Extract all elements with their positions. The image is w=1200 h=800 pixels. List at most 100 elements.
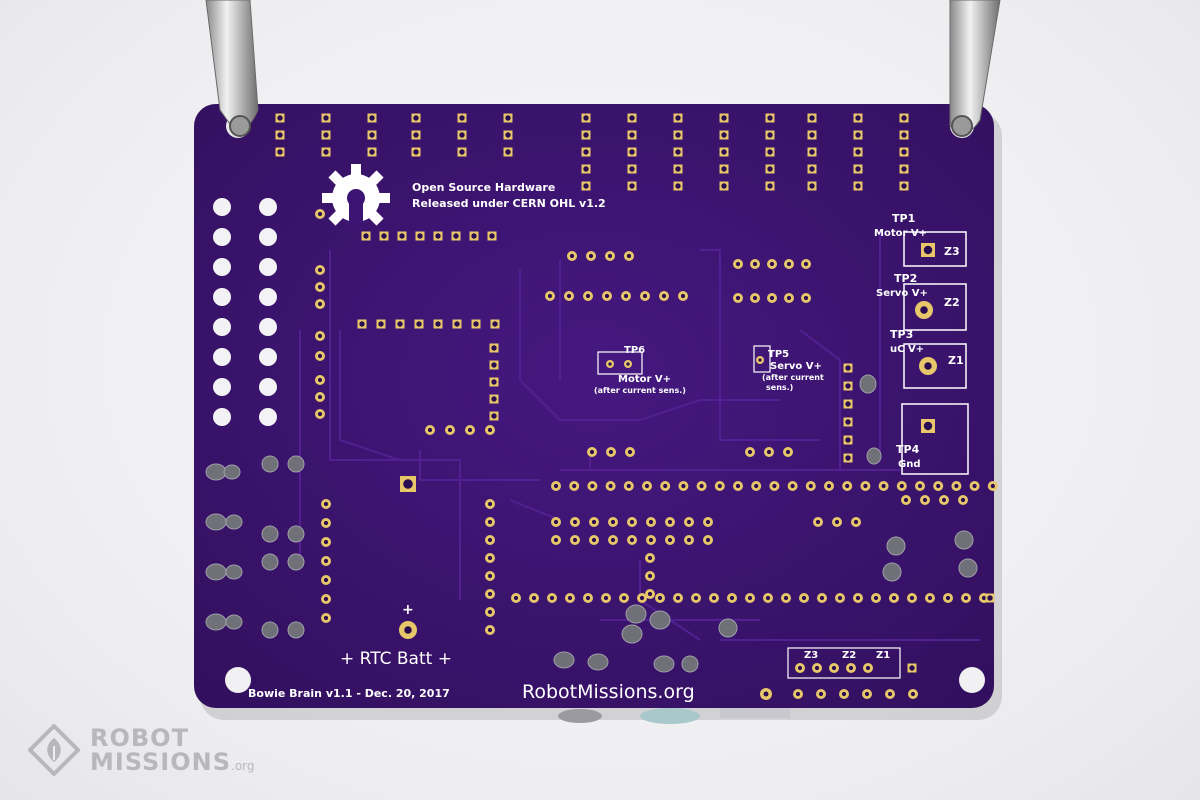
pad-hole <box>608 362 612 366</box>
pad-hole <box>323 501 329 507</box>
pad-hole <box>845 419 851 425</box>
tp4-sub-label: Gnd <box>898 459 921 470</box>
pad-hole <box>923 421 933 431</box>
pad-hole <box>922 497 928 503</box>
pad-hole <box>647 555 653 561</box>
pad-hole <box>675 166 681 172</box>
jumper-z2-label: Z2 <box>842 650 856 661</box>
pad-hole <box>797 665 803 671</box>
pad-hole <box>815 519 821 525</box>
pad-hole <box>717 483 722 489</box>
pad-hole <box>513 595 519 601</box>
watermark-line1: ROBOT <box>90 724 189 752</box>
pad-hole <box>721 183 727 189</box>
pad-hole <box>845 365 851 371</box>
pad-hole <box>735 261 741 267</box>
pad-hole <box>721 132 727 138</box>
pad-hole <box>767 115 773 121</box>
pad-hole <box>583 149 589 155</box>
pcb-board <box>194 104 994 708</box>
pad-hole <box>317 394 323 400</box>
watermark-line2: MISSIONS.org <box>90 748 255 776</box>
pad-hole <box>610 537 616 543</box>
pad-hole <box>680 293 686 299</box>
pad-hole <box>607 253 613 259</box>
pad-hole <box>945 595 951 601</box>
pad-hole <box>381 233 387 239</box>
pad-hole <box>826 483 832 489</box>
pad-hole <box>705 519 711 525</box>
pad-hole <box>767 166 773 172</box>
pad-hole <box>435 321 441 327</box>
pad-hole <box>855 149 861 155</box>
pad-hole <box>809 149 815 155</box>
pad-hole <box>323 520 329 526</box>
pad-hole <box>585 293 591 299</box>
pad-hole <box>317 377 323 383</box>
z2-label: Z2 <box>944 296 960 309</box>
oshw-label: Open Source Hardware <box>412 181 555 194</box>
pad-hole <box>735 483 741 489</box>
tp6-note: (after current sens.) <box>594 386 686 395</box>
pad-hole <box>924 362 932 370</box>
pad-hole <box>608 483 613 489</box>
pcb-traces <box>299 230 980 641</box>
pad-hole <box>585 595 591 601</box>
pad-hole <box>772 483 777 489</box>
pad-hole <box>629 166 635 172</box>
pad-hole <box>629 519 635 525</box>
pad-hole <box>639 595 645 601</box>
pad-hole <box>845 383 851 389</box>
tp3-outline <box>903 343 967 389</box>
pad-hole <box>397 321 403 327</box>
pad-hole <box>752 261 758 267</box>
pad-hole <box>855 166 861 172</box>
pad-hole <box>808 483 813 489</box>
tp2-label: TP2 <box>894 272 917 285</box>
pad-hole <box>758 358 762 362</box>
pad-hole <box>369 115 375 121</box>
pad-hole <box>487 537 493 543</box>
jumper-z3-label: Z3 <box>804 650 818 661</box>
pad-hole <box>865 665 871 671</box>
pad-hole <box>901 115 907 121</box>
pad-hole <box>887 691 893 697</box>
pad-hole <box>818 691 824 697</box>
pad-hole <box>323 577 329 583</box>
pad-hole <box>855 132 861 138</box>
pad-hole <box>767 183 773 189</box>
pad-hole <box>427 427 433 433</box>
tp5-note-line1: (after current <box>762 373 824 382</box>
pad-hole <box>459 149 465 155</box>
pad-hole <box>505 115 511 121</box>
pad-hole <box>589 449 595 455</box>
pad-hole <box>323 149 329 155</box>
pad-hole <box>711 595 717 601</box>
pad-hole <box>923 245 933 255</box>
pad-hole <box>901 149 907 155</box>
pad-hole <box>841 691 847 697</box>
pad-hole <box>848 665 854 671</box>
pad-hole <box>769 261 775 267</box>
left-large-holes <box>213 198 277 426</box>
pad-hole <box>459 132 465 138</box>
rtc-plus-mark: + <box>402 602 414 618</box>
pad-hole <box>981 595 987 601</box>
version-label: Bowie Brain v1.1 - Dec. 20, 2017 <box>248 687 450 700</box>
pad-hole <box>754 483 759 489</box>
pad-hole <box>359 321 365 327</box>
alligator-clip-right <box>949 0 1001 137</box>
tp1-outline <box>903 231 967 267</box>
pad-hole <box>487 519 493 525</box>
watermark-suffix: .org <box>231 759 255 773</box>
pad-hole <box>317 333 323 339</box>
pad-hole <box>317 411 323 417</box>
tp2-outline <box>903 283 967 331</box>
pad-hole <box>491 379 497 385</box>
pad-hole <box>686 519 692 525</box>
pad-hole <box>404 626 412 634</box>
pad-hole <box>629 132 635 138</box>
tp3-label: TP3 <box>890 328 913 341</box>
alligator-clip-left <box>205 0 259 137</box>
pad-hole <box>549 595 555 601</box>
